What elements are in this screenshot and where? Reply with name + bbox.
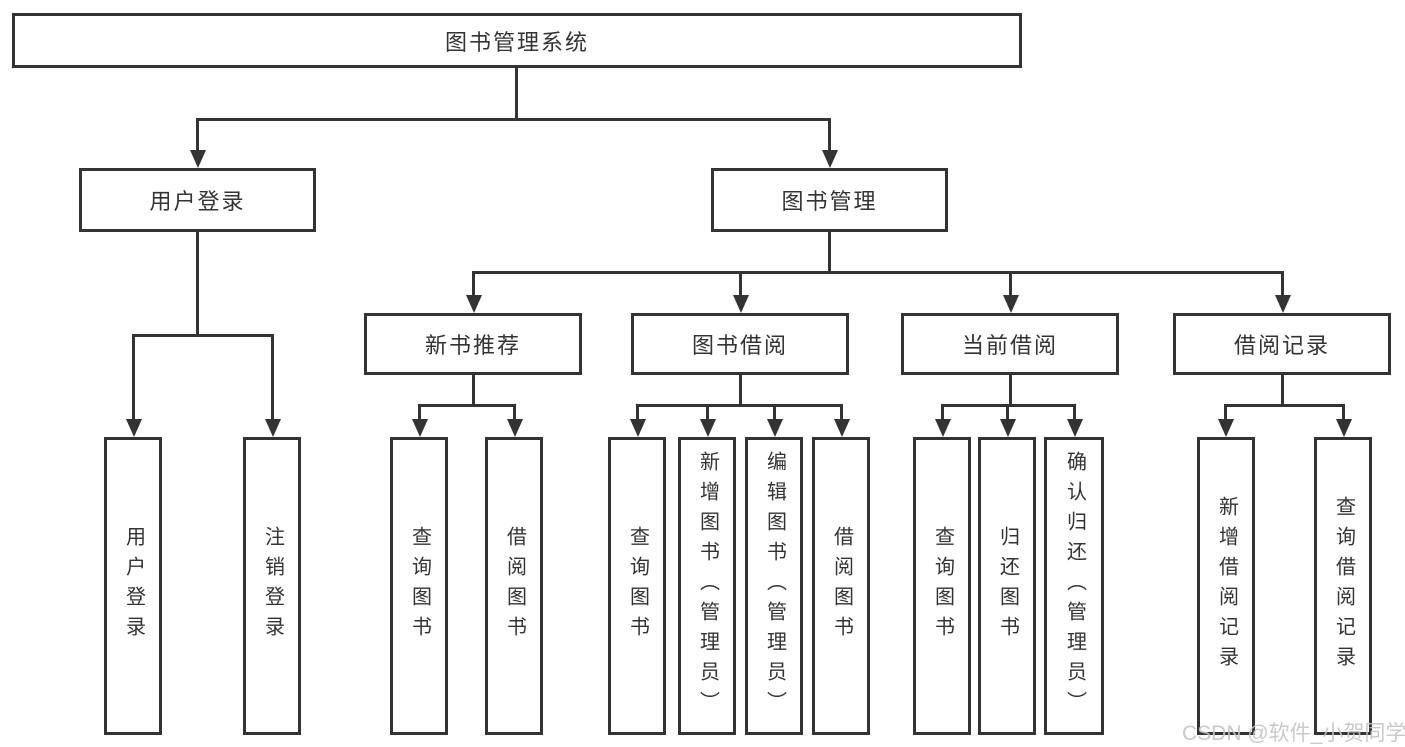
leaf-borrow-books-recommend: 借阅图书 (485, 437, 543, 735)
arrow-down-icon (934, 404, 951, 437)
node-user-login: 用户登录 (79, 168, 316, 232)
leaf-return-books: 归还图书 (978, 437, 1036, 735)
leaf-logout: 注销登录 (243, 437, 301, 735)
leaf-label: 查询图书 (931, 526, 954, 646)
leaf-borrow-books: 借阅图书 (812, 437, 870, 735)
node-new-book-recommend: 新书推荐 (364, 313, 582, 375)
connector-line (418, 404, 516, 407)
node-book-management: 图书管理 (711, 168, 948, 232)
node-book-borrow: 图书借阅 (631, 313, 849, 375)
leaf-label: 查询借阅记录 (1332, 496, 1355, 676)
node-current-borrow: 当前借阅 (901, 313, 1119, 375)
leaf-query-borrow-record: 查询借阅记录 (1314, 437, 1372, 735)
leaf-edit-books-admin: 编辑图书（管理员） (745, 437, 803, 735)
arrow-down-icon (264, 334, 281, 437)
connector-line (196, 230, 199, 337)
leaf-confirm-return-admin: 确认归还（管理员） (1044, 437, 1104, 735)
arrow-down-icon (125, 334, 142, 437)
arrow-down-icon (1335, 404, 1352, 437)
connector-line (1009, 373, 1012, 407)
leaf-query-books-recommend: 查询图书 (390, 437, 448, 735)
node-borrow-records: 借阅记录 (1173, 313, 1391, 375)
arrow-down-icon (766, 404, 783, 437)
arrow-down-icon (821, 118, 838, 168)
arrow-down-icon (411, 404, 428, 437)
leaf-label: 查询图书 (626, 526, 649, 646)
arrow-down-icon (1274, 271, 1291, 313)
arrow-down-icon (699, 404, 716, 437)
connector-line (472, 373, 475, 407)
leaf-label: 新增借阅记录 (1215, 496, 1238, 676)
arrow-down-icon (1066, 404, 1083, 437)
connector-line (828, 230, 831, 274)
node-book-borrow-label: 图书借阅 (691, 333, 788, 358)
node-root: 图书管理系统 (12, 13, 1022, 68)
leaf-query-books-current: 查询图书 (913, 437, 971, 735)
leaf-label: 归还图书 (996, 526, 1019, 646)
watermark: CSDN @软件_小贺同学 (1182, 722, 1405, 745)
node-book-management-label: 图书管理 (781, 189, 878, 214)
connector-line (196, 118, 831, 121)
leaf-label: 编辑图书（管理员） (763, 451, 786, 721)
connector-line (636, 404, 842, 407)
node-borrow-records-label: 借阅记录 (1233, 333, 1330, 358)
arrow-down-icon (999, 404, 1016, 437)
connector-line (739, 373, 742, 407)
leaf-user-login: 用户登录 (104, 437, 162, 735)
node-root-label: 图书管理系统 (444, 29, 589, 55)
node-current-borrow-label: 当前借阅 (961, 333, 1058, 358)
arrow-down-icon (1217, 404, 1234, 437)
leaf-query-books-borrow: 查询图书 (608, 437, 666, 735)
leaf-add-borrow-record: 新增借阅记录 (1197, 437, 1255, 735)
arrow-down-icon (1002, 271, 1019, 313)
arrow-down-icon (189, 118, 206, 168)
connector-line (1224, 404, 1344, 407)
arrow-down-icon (833, 404, 850, 437)
arrow-down-icon (629, 404, 646, 437)
connector-line (1281, 373, 1284, 407)
arrow-down-icon (732, 271, 749, 313)
node-user-login-label: 用户登录 (149, 189, 246, 214)
connector-line (515, 66, 518, 120)
leaf-add-books-admin: 新增图书（管理员） (678, 437, 736, 735)
leaf-label: 借阅图书 (503, 526, 526, 646)
leaf-label: 新增图书（管理员） (696, 451, 719, 721)
leaf-label: 借阅图书 (830, 526, 853, 646)
leaf-label: 查询图书 (408, 526, 431, 646)
leaf-label: 注销登录 (261, 526, 284, 646)
node-new-book-recommend-label: 新书推荐 (424, 333, 521, 358)
arrow-down-icon (465, 271, 482, 313)
connector-line (132, 334, 274, 337)
arrow-down-icon (506, 404, 523, 437)
leaf-label: 确认归还（管理员） (1063, 451, 1086, 721)
connector-line (472, 271, 1284, 274)
leaf-label: 用户登录 (122, 526, 145, 646)
